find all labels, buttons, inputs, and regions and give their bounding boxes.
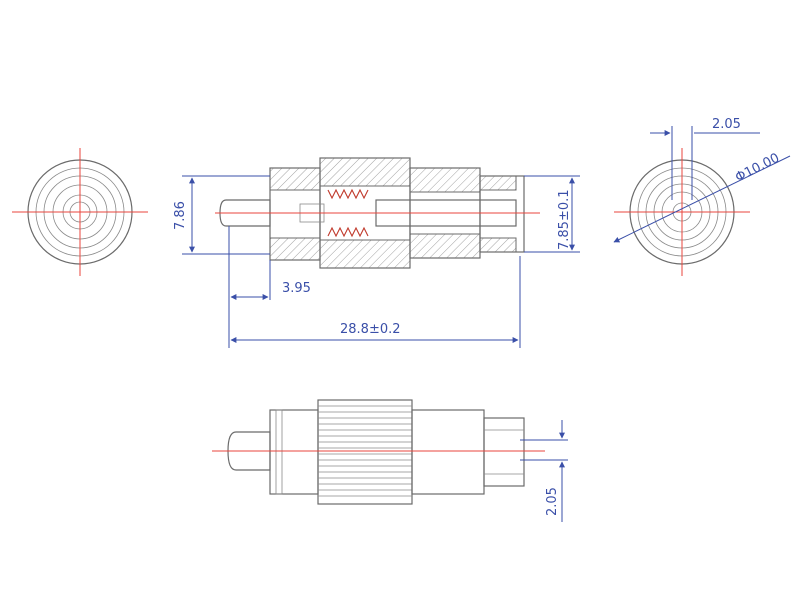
dim-height-left: 7.86 — [173, 201, 188, 230]
right-end-view — [614, 148, 750, 276]
left-end-view — [12, 148, 148, 276]
dim-overall-length: 28.8±0.2 — [340, 322, 401, 337]
dim-offset-top: 2.05 — [712, 117, 741, 132]
dim-height-right: 7.85±0.1 — [557, 189, 572, 250]
dimensions — [182, 126, 791, 522]
side-view — [212, 399, 545, 505]
knurl-lines — [318, 405, 412, 497]
dim-pin-length: 3.95 — [282, 281, 311, 296]
dim-offset-bottom: 2.05 — [545, 487, 560, 516]
dim-diameter: Φ10.00 — [733, 151, 782, 186]
section-view — [215, 157, 540, 269]
